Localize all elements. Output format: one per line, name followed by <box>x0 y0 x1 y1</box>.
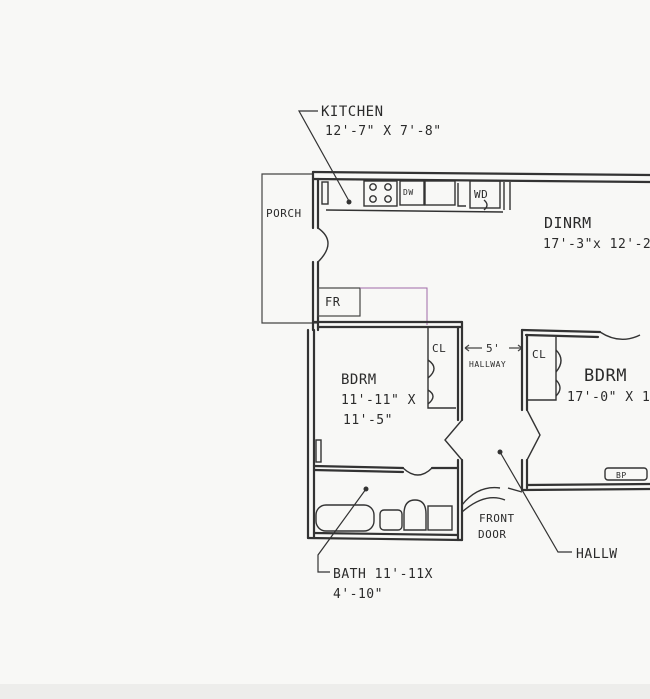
bottom-strip <box>0 684 650 699</box>
fridge-counter-outline <box>360 287 428 325</box>
counter-end <box>457 183 466 207</box>
stove-burner-3 <box>369 195 377 203</box>
bath-label: BATH 11'-11X <box>333 567 433 582</box>
left-closet-door-swing <box>427 359 435 379</box>
right-bedroom-bottom-wall <box>520 487 650 492</box>
kitchen-label: KITCHEN <box>321 104 384 120</box>
right-closet-door-swing-2 <box>555 379 561 397</box>
left-closet-label: CL <box>432 342 446 355</box>
left-bedroom-label: BDRM <box>341 372 377 388</box>
right-closet-wall <box>527 337 557 401</box>
front-door-jamb <box>507 487 523 493</box>
right-bedroom-top-wall <box>520 328 602 334</box>
kitchen-leader-line <box>297 110 350 202</box>
washer-dryer-swing <box>483 199 488 211</box>
front-door-swing-2 <box>461 497 506 513</box>
left-bedroom-dimensions-2: 11'-5" <box>343 413 393 428</box>
sink <box>424 180 456 206</box>
right-bedroom-top-door-swing <box>599 331 641 340</box>
left-bedroom-dimensions-1: 11'-11" X <box>341 393 416 408</box>
left-closet-door-swing-2 <box>427 389 434 405</box>
wd-closet-wall <box>503 182 511 210</box>
bath-leader-line <box>317 488 367 573</box>
bath-dimensions: 4'-10" <box>333 587 383 602</box>
bath-top-wall <box>312 464 405 470</box>
washer-dryer-label: WD <box>474 188 488 201</box>
bath-bottom-wall <box>306 536 464 542</box>
stove <box>363 180 398 207</box>
stove-burner-2 <box>384 183 392 191</box>
right-bedroom-label: BDRM <box>584 366 627 386</box>
right-bedroom-door-swing <box>526 409 541 461</box>
window-left <box>315 439 322 463</box>
dishwasher <box>399 180 425 206</box>
washer-dryer <box>469 180 501 209</box>
hallway-small-label: HALLWAY <box>469 360 506 369</box>
front-door-label-1: FRONT <box>479 512 515 525</box>
dishwasher-label: DW <box>403 188 414 197</box>
porch-outline <box>261 173 318 324</box>
hallway-width-label: 5' <box>486 342 500 355</box>
porch-label: PORCH <box>266 207 302 220</box>
right-bedroom-bottom-wall-inner <box>525 482 650 487</box>
right-closet-door-swing <box>555 349 562 373</box>
stove-burner-1 <box>369 183 377 191</box>
bath-cabinet <box>427 505 453 531</box>
fridge <box>317 287 361 317</box>
toilet <box>403 499 427 531</box>
stove-burner-4 <box>384 195 392 203</box>
dining-room-label: DINRM <box>544 214 592 232</box>
bath-bottom-wall-inner <box>312 531 460 537</box>
front-door-label-2: DOOR <box>478 528 507 541</box>
dining-room-dimensions: 17'-3"x 12'-2 <box>543 237 650 252</box>
kitchen-leader-dot <box>346 199 352 205</box>
right-bedroom-dimensions: 17'-0" X 12 <box>567 390 650 405</box>
kitchen-dimensions: 12'-7" X 7'-8" <box>325 124 442 139</box>
kitchen-counter-line <box>325 209 504 213</box>
kitchen-side-door-swing <box>317 227 329 263</box>
hallway-leader-line <box>499 451 572 553</box>
top-wall-outer <box>311 170 650 177</box>
bath-door-swing <box>402 467 433 476</box>
right-closet-label: CL <box>532 348 546 361</box>
kitchen-cabinet-left <box>321 181 329 205</box>
bathtub <box>315 504 375 532</box>
baseboard-heater <box>604 467 648 481</box>
bath-sink <box>379 509 403 531</box>
baseboard-label: BP <box>616 471 627 480</box>
hallway-arrowheads <box>464 344 523 352</box>
left-bedroom-door-swing <box>444 419 463 461</box>
fridge-label: FR <box>325 295 341 309</box>
left-closet-wall <box>427 327 456 409</box>
hallway-label: HALLW <box>576 547 618 562</box>
bath-top-wall-inner <box>312 468 405 474</box>
right-bedroom-top-wall-inner <box>524 333 600 339</box>
front-door-swing-1 <box>461 486 501 506</box>
